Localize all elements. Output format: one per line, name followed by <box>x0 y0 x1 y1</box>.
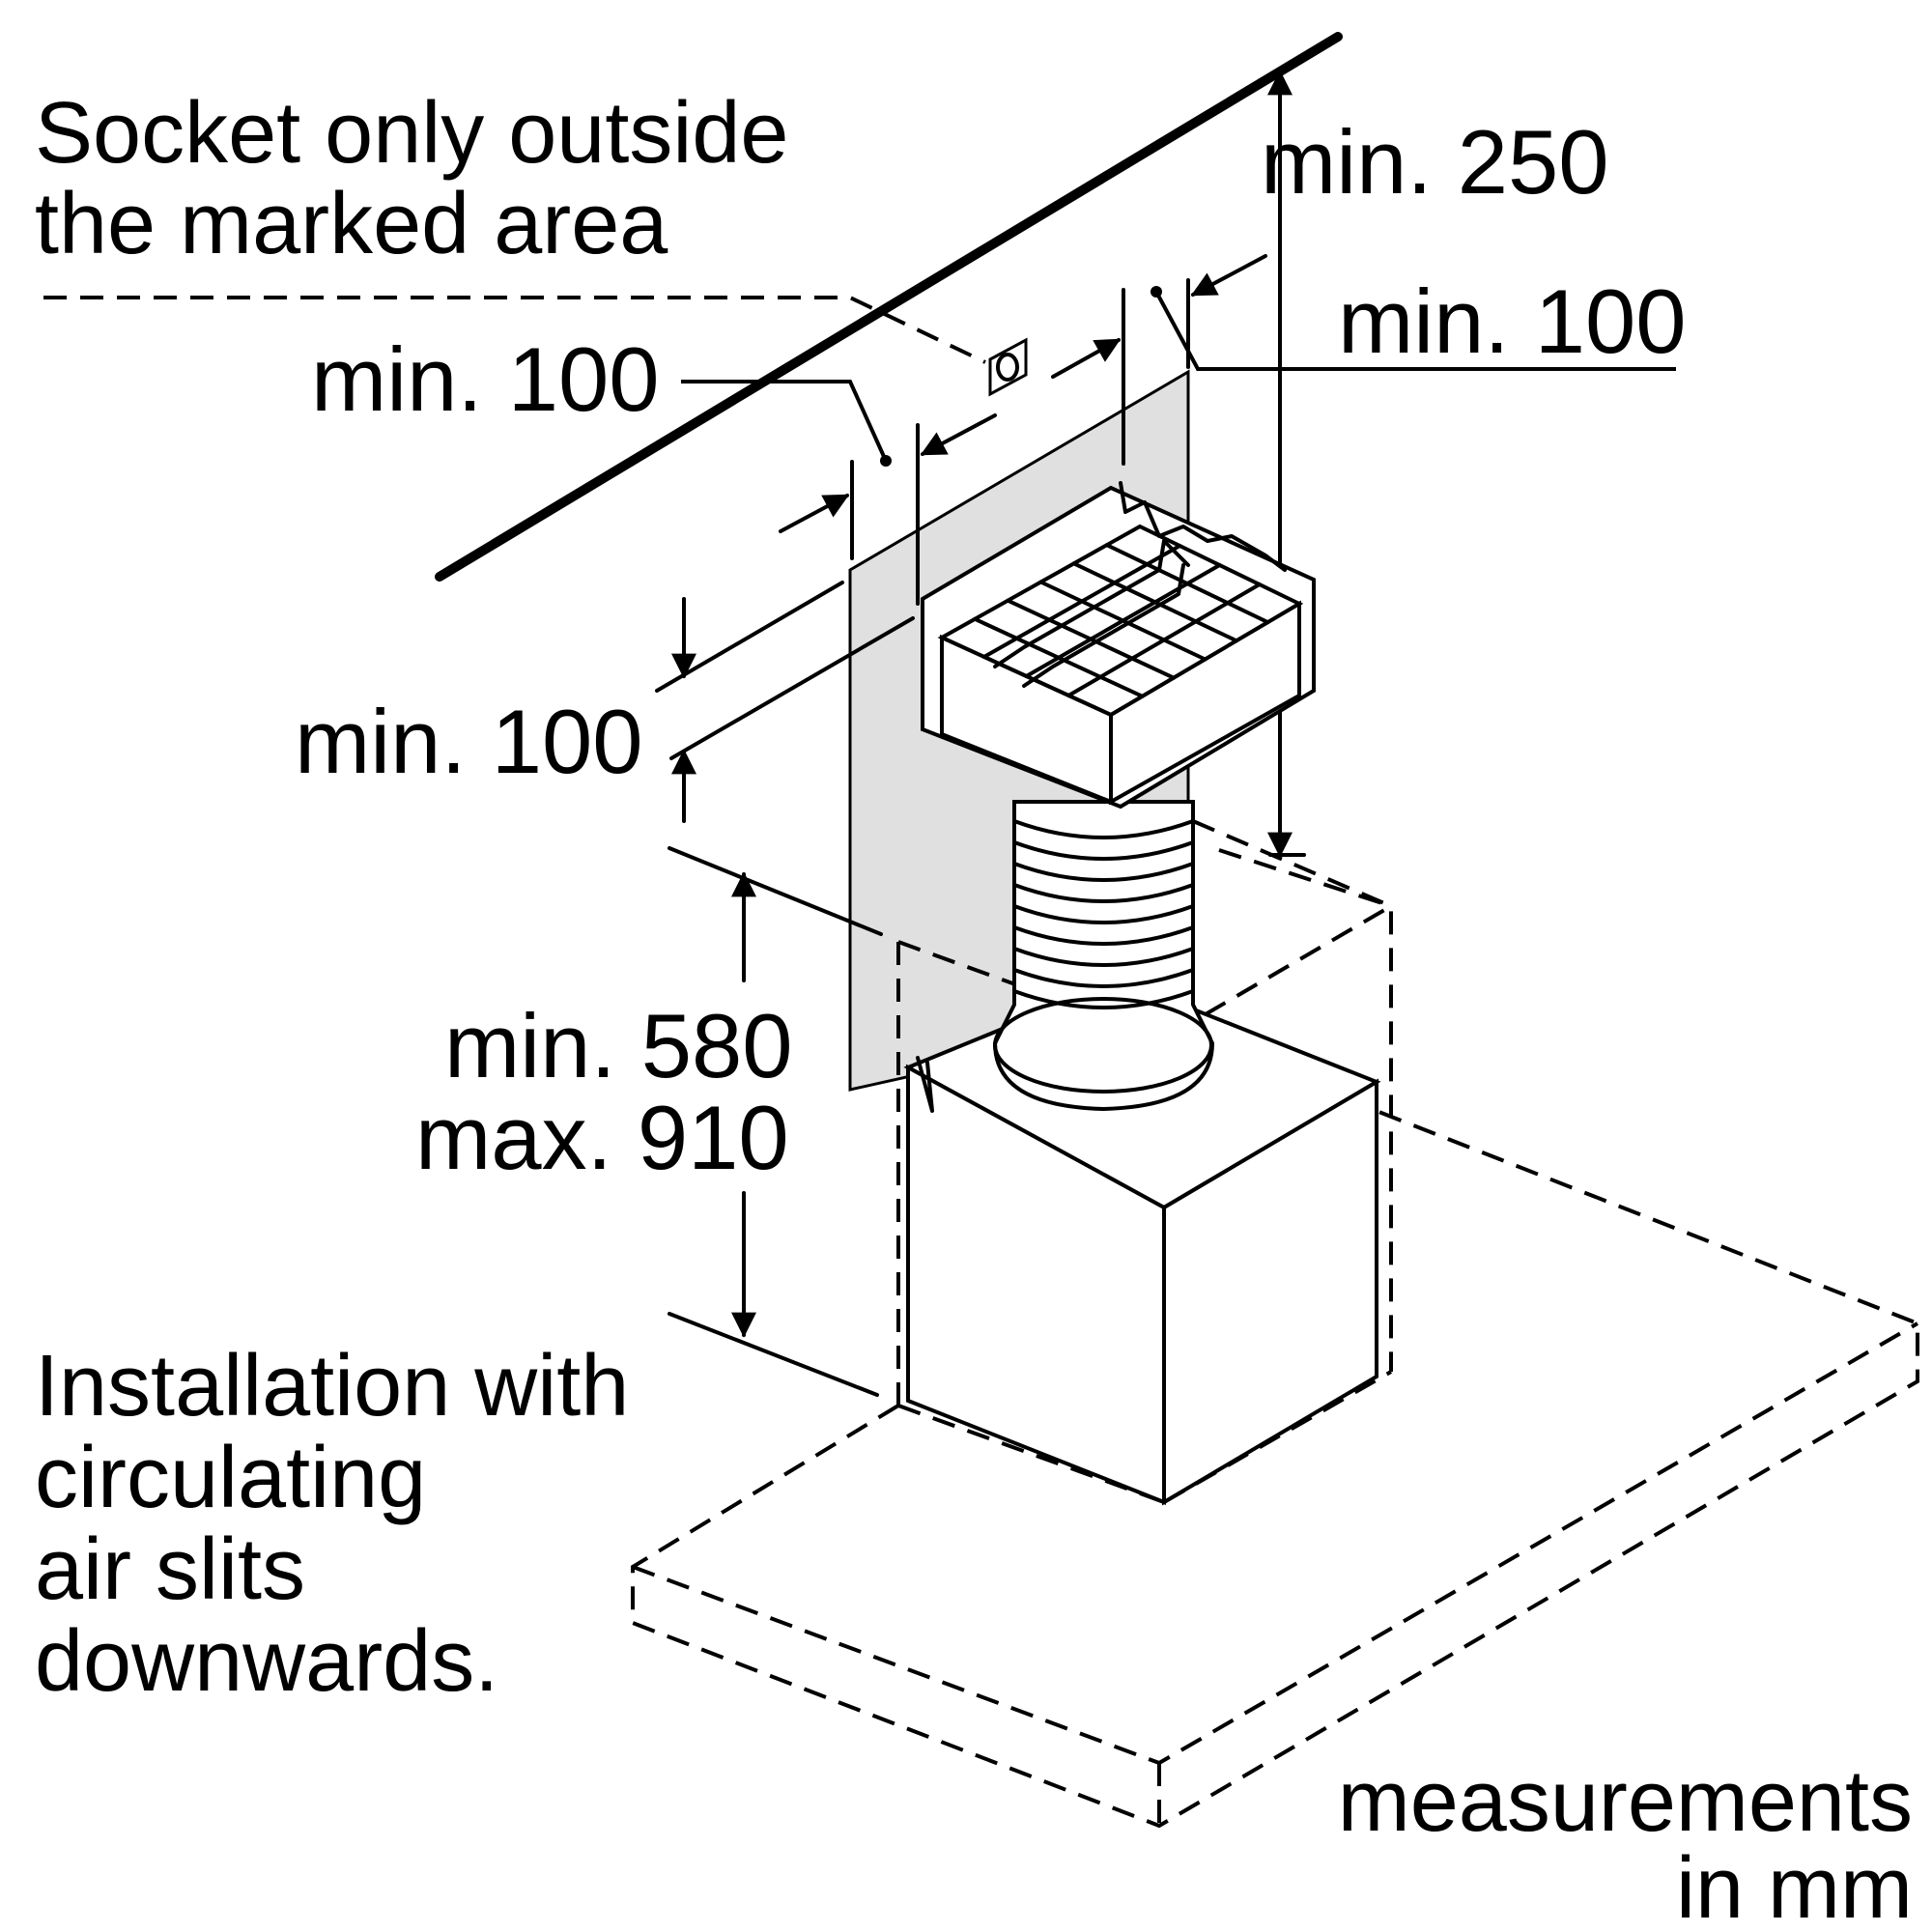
installation-note-line-3: air slits <box>35 1521 305 1618</box>
installation-note-line-2: circulating <box>35 1430 426 1526</box>
dim-label-top-right: min. 250 <box>1261 111 1609 213</box>
filter-grid-line <box>973 616 1145 698</box>
socket-note-line-1: Socket only outside <box>35 85 788 182</box>
socket-note-line-2: the marked area <box>35 176 668 272</box>
dim-label-height-min: min. 580 <box>444 995 793 1096</box>
dim-arrow-left-1 <box>779 494 850 533</box>
dim-label-left: min. 100 <box>311 328 660 430</box>
installation-note-line-4: downwards. <box>35 1613 498 1710</box>
filter-grid-line <box>1104 543 1270 625</box>
dim-label-right: min. 100 <box>1338 270 1687 372</box>
ceiling-line <box>435 32 1343 582</box>
dim-arrow-left-2 <box>920 413 997 456</box>
duct-rib <box>1012 819 1195 839</box>
filter-grid-line <box>1071 561 1238 643</box>
duct-rib <box>1012 904 1195 924</box>
duct-rib <box>1012 840 1195 861</box>
units-note-line-1: measurements <box>1338 1753 1913 1850</box>
socket-icon <box>988 337 1028 397</box>
duct-rib <box>1012 883 1195 903</box>
duct-rib <box>1012 925 1195 946</box>
dim-label-height-max: max. 910 <box>415 1087 789 1188</box>
filter-grid-line <box>1006 598 1176 680</box>
hood-canopy-icon <box>631 1109 1919 1829</box>
dim-arrow-right-2 <box>1051 338 1122 379</box>
duct-rib <box>1012 947 1195 967</box>
dim-label-front: min. 100 <box>295 691 643 792</box>
installation-note-line-1: Installation with <box>35 1338 629 1435</box>
duct-rib <box>1012 862 1195 882</box>
filter-grid-line <box>1038 580 1208 662</box>
filter-grid-icon <box>921 481 1316 810</box>
units-note-line-2: in mm <box>1676 1840 1913 1932</box>
socket-boundary-line <box>43 296 986 364</box>
flexible-duct-icon <box>992 800 1215 1112</box>
dim-arrow-right-1 <box>1190 254 1267 297</box>
duct-rib <box>1012 968 1195 988</box>
duct-rib <box>1012 989 1195 1009</box>
